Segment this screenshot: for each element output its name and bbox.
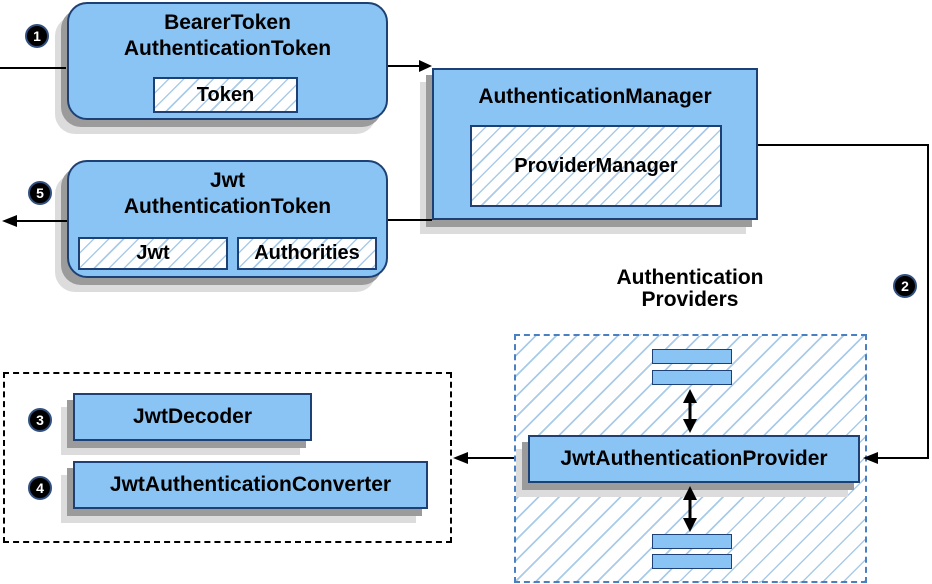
provider-placeholder-bar	[652, 554, 732, 569]
left-arrowhead-icon	[2, 215, 17, 227]
jwt-token-node-title: Jwt AuthenticationToken	[123, 169, 332, 218]
decoder-converter-group-box	[3, 372, 452, 543]
authorities-chip: Authorities	[237, 237, 377, 270]
authentication-manager-node: AuthenticationManager ProviderManager	[432, 68, 758, 220]
authentication-providers-label: Authentication Providers	[616, 266, 764, 311]
jwt-authentication-provider-node: JwtAuthenticationProvider	[528, 435, 860, 483]
provider-placeholder-bar	[652, 534, 732, 549]
jwt-chip: Jwt	[78, 237, 228, 270]
step-3-badge: 3	[28, 408, 52, 432]
bearer-token-node-title: BearerToken AuthenticationToken	[123, 11, 332, 60]
step-4-badge: 4	[28, 476, 52, 500]
jwt-authentication-token-node: Jwt AuthenticationToken Jwt Authorities	[67, 160, 388, 278]
token-chip: Token	[153, 77, 298, 113]
step-2-badge: 2	[893, 274, 917, 298]
step-5-badge: 5	[28, 181, 52, 205]
jwt-authentication-converter-node: JwtAuthenticationConverter	[73, 461, 428, 509]
provider-placeholder-bar	[652, 370, 732, 385]
step-1-badge: 1	[25, 24, 49, 48]
provider-manager-chip: ProviderManager	[470, 125, 722, 207]
left-arrowhead-icon	[453, 452, 468, 464]
bearer-token-authentication-token-node: BearerToken AuthenticationToken Token	[67, 2, 388, 120]
jwt-decoder-node: JwtDecoder	[73, 393, 312, 441]
right-arrowhead-icon	[419, 60, 432, 72]
provider-placeholder-bar	[652, 349, 732, 364]
authentication-manager-title: AuthenticationManager	[478, 85, 712, 108]
